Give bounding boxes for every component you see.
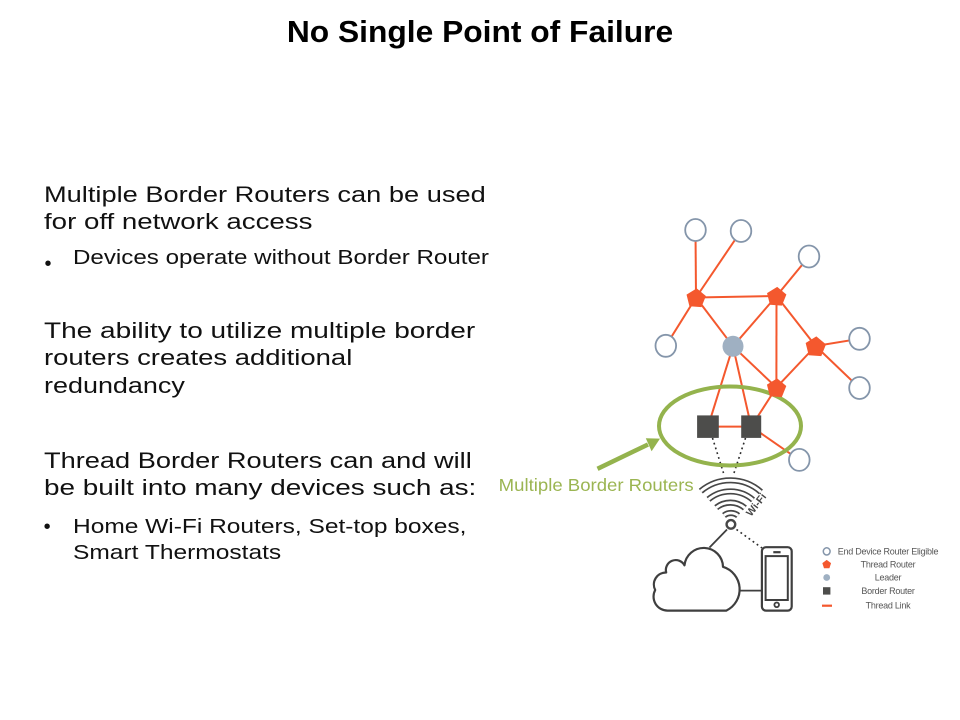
svg-text:End Device Router Eligible: End Device Router Eligible [838,547,939,557]
svg-text:Border Router: Border Router [861,586,915,596]
svg-text:Thread Router: Thread Router [861,560,916,570]
svg-text:Multiple Border Routers: Multiple Border Routers [499,475,694,495]
svg-text:Leader: Leader [875,573,902,583]
svg-text:Thread Link: Thread Link [866,601,912,611]
